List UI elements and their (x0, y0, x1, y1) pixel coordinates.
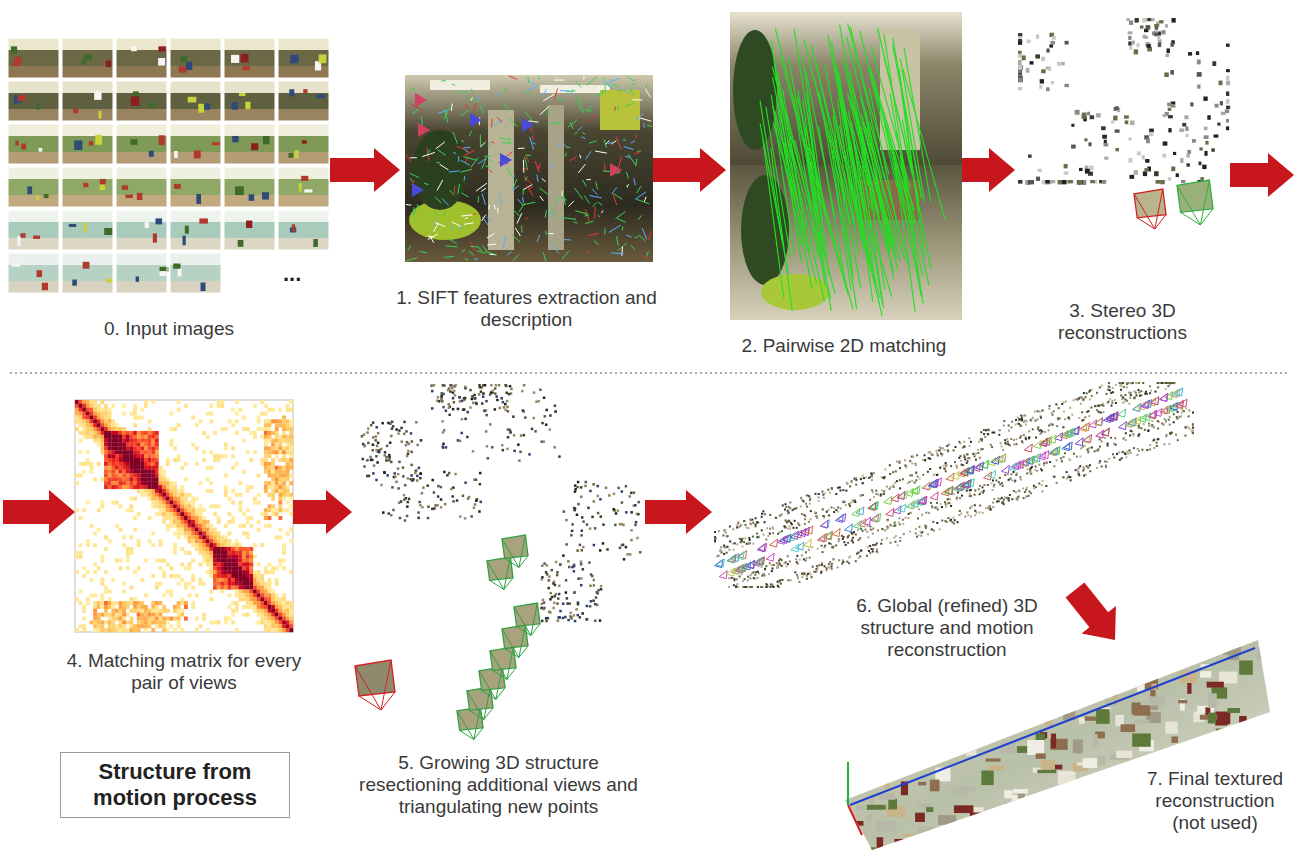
page: 0. Input images1. SIFT features extracti… (0, 0, 1297, 854)
